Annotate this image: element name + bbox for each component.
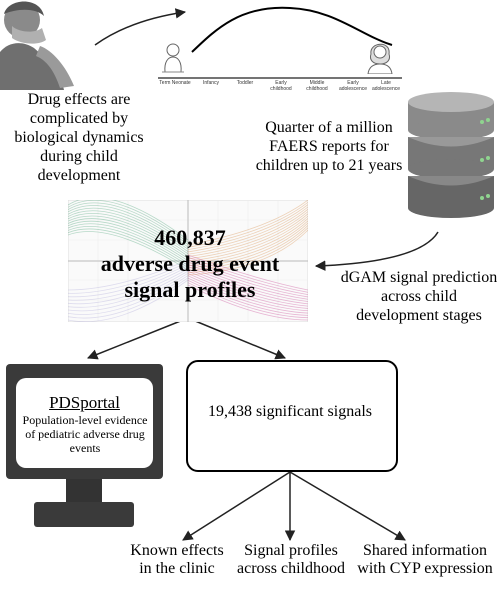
arrow-profiles-to-portal: [87, 317, 189, 360]
profile-curve: [187, 256, 309, 293]
portal-title[interactable]: PDSportal: [49, 393, 120, 412]
arrow-profiles-to-signals: [187, 317, 286, 360]
profiles-line-3: signal profiles: [124, 277, 256, 302]
profile-curve: [187, 218, 309, 264]
neonate-icon: [162, 43, 184, 73]
profile-curve: [187, 201, 309, 248]
database-icon: [408, 92, 494, 218]
stage-label: Late adolescence: [371, 80, 401, 92]
profile-curve: [187, 261, 309, 298]
profile-curve: [187, 284, 309, 321]
profile-curve: [67, 223, 189, 264]
profile-curve: [67, 215, 189, 257]
profiles-count: 460,837: [154, 225, 226, 250]
profile-curve: [67, 202, 189, 245]
sick-child-illustration: [0, 1, 74, 90]
development-curve: [191, 6, 393, 53]
profile-curve: [187, 220, 309, 267]
profile-curve: [67, 205, 189, 248]
stage-label: Infancy: [202, 80, 220, 86]
profile-curve: [187, 263, 309, 300]
profile-curve: [67, 220, 189, 262]
profiles-line-2: adverse drug event: [100, 251, 280, 276]
outcome-cyp-expression: Shared information with CYP expression: [357, 542, 493, 577]
profile-curve: [67, 225, 189, 266]
portal-subtitle: Population-level evidence of pediatric a…: [22, 413, 148, 455]
profile-curve: [187, 266, 309, 302]
profile-curve: [187, 199, 309, 246]
arrow-signals-to-cyp: [289, 471, 406, 541]
arrow-signals-to-known: [182, 471, 291, 541]
profile-curve: [187, 277, 309, 314]
profile-curve: [187, 211, 309, 257]
stage-label: Early childhood: [270, 80, 292, 92]
profile-curve: [187, 268, 309, 305]
significant-signals-label: 19,438 significant signals: [208, 403, 372, 420]
profile-curve: [187, 282, 309, 319]
profile-curve: [187, 225, 309, 271]
dgam-caption: dGAM signal prediction across child deve…: [340, 269, 498, 324]
outcome-signal-profiles: Signal profiles across childhood: [237, 542, 345, 577]
monitor-screen: [16, 378, 153, 468]
development-caption: Drug effects are complicated by biologic…: [14, 91, 144, 184]
profile-curve: [67, 270, 189, 308]
monitor-stand: [34, 502, 134, 527]
profile-curve: [67, 279, 189, 323]
significant-signals-box: [186, 360, 398, 472]
faers-caption: Quarter of a million FAERS reports for c…: [255, 119, 403, 174]
signal-profiles-plot: [67, 197, 309, 323]
arrow-database-to-profiles: [314, 231, 439, 271]
profile-curve: [67, 200, 189, 243]
outcome-known-effects: Known effects in the clinic: [130, 542, 224, 577]
profile-curve: [67, 277, 189, 319]
profile-curve: [67, 264, 189, 298]
profile-curve: [67, 275, 189, 315]
profile-curve: [67, 218, 189, 259]
profile-curve: [67, 228, 189, 269]
profile-curve: [187, 259, 309, 296]
adolescent-icon: [367, 43, 393, 74]
profile-curve: [67, 207, 189, 250]
profile-curve: [67, 272, 189, 312]
stage-label: Early adolescence: [338, 80, 368, 92]
profile-curve: [187, 280, 309, 316]
profile-curve: [187, 254, 309, 291]
profile-curve: [187, 215, 309, 262]
arrow-child-to-timeline: [94, 8, 187, 46]
profile-curve: [187, 229, 309, 276]
profile-curve: [187, 273, 309, 309]
profile-curve: [187, 227, 309, 274]
profile-curve: [67, 210, 189, 252]
profile-curve: [187, 206, 309, 253]
profile-curve: [187, 213, 309, 260]
profile-curve: [187, 208, 309, 255]
profile-curve: [187, 204, 309, 251]
profile-curve: [67, 197, 189, 241]
profile-curve: [67, 266, 189, 301]
profile-curve: [187, 275, 309, 312]
signal-profiles-panel: [67, 197, 309, 323]
profile-curve: [67, 268, 189, 305]
stage-label: Toddler: [236, 80, 254, 86]
profile-curve: [187, 222, 309, 269]
profile-curve: [187, 270, 309, 307]
profile-curve: [67, 231, 189, 271]
stage-label: Middle childhood: [306, 80, 328, 92]
profile-curve: [67, 212, 189, 255]
profile-curve: [67, 259, 189, 291]
profile-curve: [67, 261, 189, 294]
stage-label: Term Neonate: [159, 80, 191, 86]
monitor-neck: [66, 479, 102, 503]
